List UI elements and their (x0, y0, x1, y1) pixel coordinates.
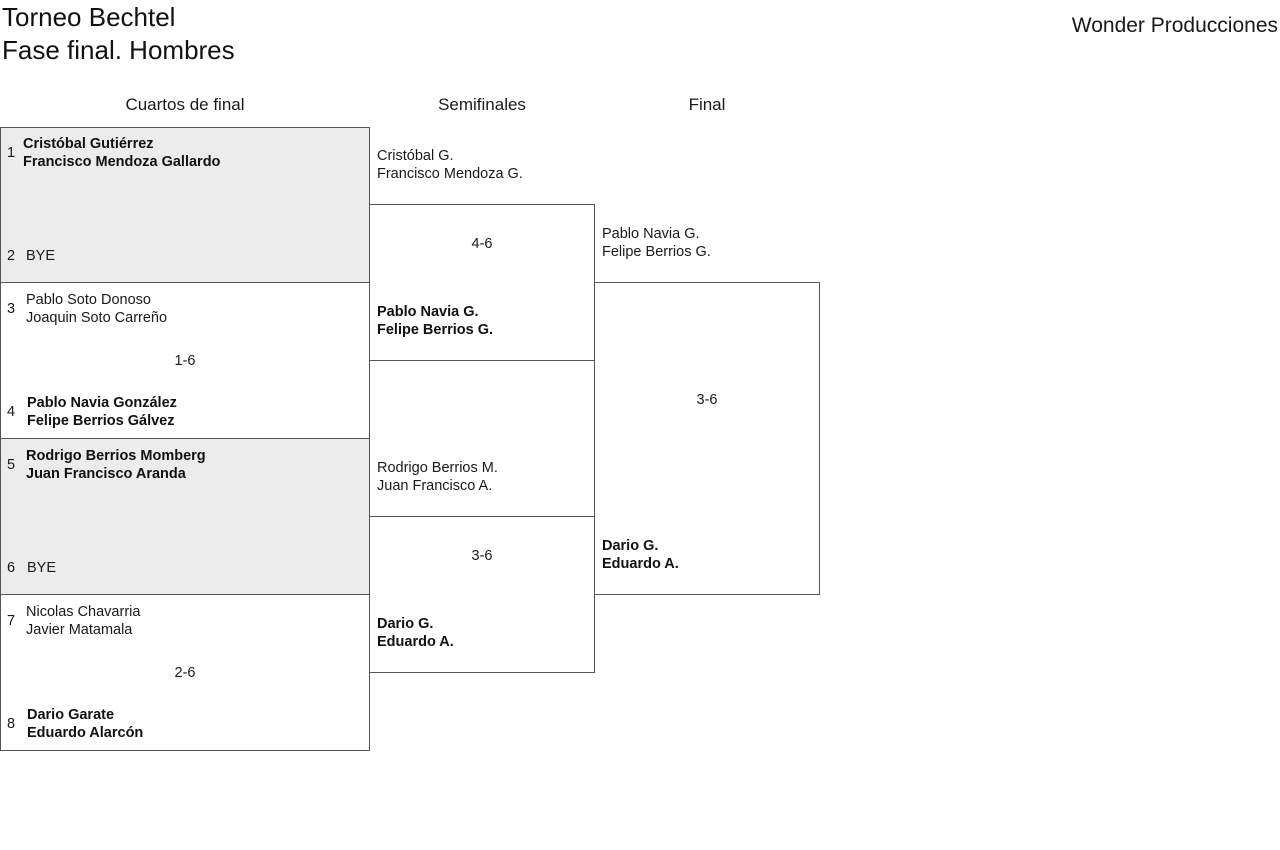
quarterfinal-1-bottom-team: BYE (26, 247, 55, 265)
phase-subtitle: Fase final. Hombres (2, 35, 235, 65)
player-name: Dario G. (602, 538, 659, 554)
final-bottom-team: Dario G. Eduardo A. (602, 537, 679, 573)
player-name: Javier Matamala (26, 622, 133, 638)
match-score: 2-6 (174, 665, 196, 681)
player-name: BYE (27, 560, 57, 576)
match-score: 3-6 (696, 392, 718, 408)
player-name: Francisco Mendoza Gallardo (23, 154, 221, 170)
player-name: Eduardo Alarcón (27, 725, 144, 741)
quarterfinal-2-bottom-team: Pablo Navia González Felipe Berrios Gálv… (27, 394, 177, 430)
player-name: Pablo Navia González (27, 395, 177, 411)
semifinal-2-bottom-team: Dario G. Eduardo A. (377, 615, 454, 651)
seed-number: 7 (7, 613, 16, 629)
player-name: Dario G. (377, 616, 434, 632)
final-top-team: Pablo Navia G. Felipe Berrios G. (602, 225, 711, 261)
seed-number: 3 (7, 301, 16, 317)
player-name: Juan Francisco A. (377, 478, 493, 494)
round-header-semifinals: Semifinales (438, 95, 526, 114)
seed-number: 4 (7, 404, 16, 420)
final-match (594, 282, 820, 595)
semifinal-2-top-team: Rodrigo Berrios M. Juan Francisco A. (377, 459, 498, 495)
seed-number: 2 (7, 248, 16, 264)
match-score: 4-6 (471, 236, 493, 252)
player-name: Rodrigo Berrios M. (377, 460, 498, 476)
player-name: Joaquin Soto Carreño (26, 310, 168, 326)
player-name: Pablo Navia G. (602, 226, 700, 242)
seed-number: 5 (7, 457, 16, 473)
quarterfinal-4-top-team: Nicolas Chavarria Javier Matamala (26, 603, 140, 639)
match-score: 1-6 (174, 353, 196, 369)
seed-number: 6 (7, 560, 16, 576)
player-name: Felipe Berrios G. (377, 322, 494, 338)
round-header-quarterfinals: Cuartos de final (125, 95, 245, 114)
player-name: Eduardo A. (377, 634, 454, 650)
player-name: Pablo Navia G. (377, 304, 479, 320)
player-name: Francisco Mendoza G. (377, 166, 523, 182)
player-name: Pablo Soto Donoso (26, 292, 151, 308)
match-score: 3-6 (471, 548, 493, 564)
player-name: BYE (26, 248, 56, 264)
player-name: Dario Garate (27, 707, 115, 723)
semifinal-1-bottom-team: Pablo Navia G. Felipe Berrios G. (377, 303, 493, 339)
quarterfinal-3-bottom-team: BYE (27, 559, 56, 577)
quarterfinal-match-1 (0, 127, 370, 283)
brand-name: Wonder Producciones (1071, 14, 1278, 37)
player-name: Cristóbal Gutiérrez (23, 136, 154, 152)
player-name: Eduardo A. (602, 556, 679, 572)
semifinal-1-top-team: Cristóbal G. Francisco Mendoza G. (377, 147, 523, 183)
quarterfinal-2-top-team: Pablo Soto Donoso Joaquin Soto Carreño (26, 291, 167, 327)
player-name: Cristóbal G. (377, 148, 454, 164)
round-header-final: Final (688, 95, 726, 114)
quarterfinal-1-top-team: Cristóbal Gutiérrez Francisco Mendoza Ga… (23, 135, 220, 171)
seed-number: 1 (7, 145, 16, 161)
player-name: Nicolas Chavarria (26, 604, 141, 620)
quarterfinal-3-top-team: Rodrigo Berrios Momberg Juan Francisco A… (26, 447, 206, 483)
player-name: Felipe Berrios Gálvez (27, 413, 175, 429)
player-name: Felipe Berrios G. (602, 244, 711, 260)
player-name: Juan Francisco Aranda (26, 466, 186, 482)
seed-number: 8 (7, 716, 16, 732)
quarterfinal-match-3 (0, 438, 370, 595)
quarterfinal-4-bottom-team: Dario Garate Eduardo Alarcón (27, 706, 143, 742)
tournament-title: Torneo Bechtel (2, 2, 176, 32)
player-name: Rodrigo Berrios Momberg (26, 448, 206, 464)
